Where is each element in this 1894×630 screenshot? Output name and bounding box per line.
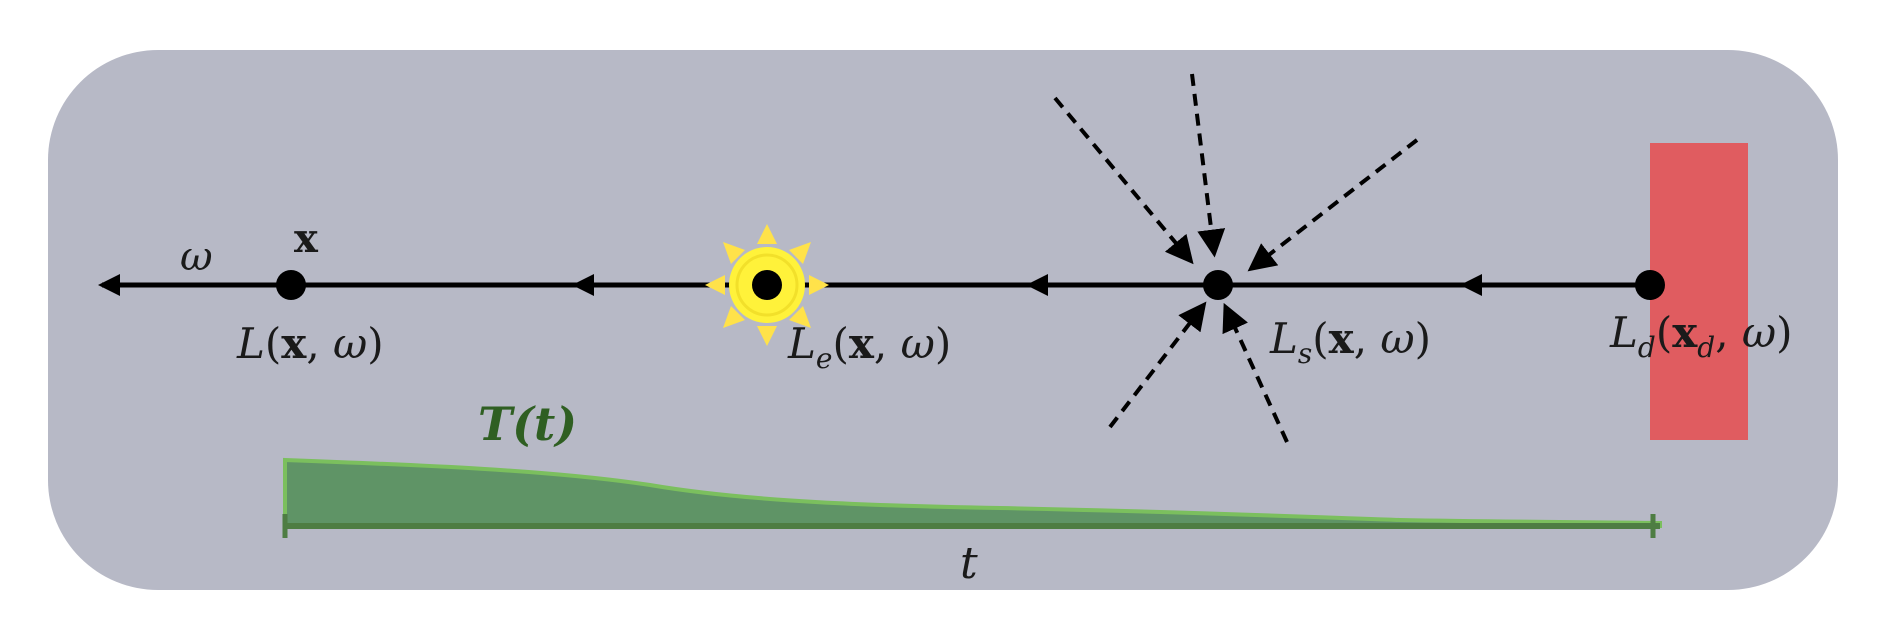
emission-point bbox=[752, 270, 782, 300]
point-x bbox=[276, 270, 306, 300]
scatter-point bbox=[1203, 270, 1233, 300]
radiance-label: L(x, ω) bbox=[236, 319, 384, 368]
scattered-radiance-label: Ls(x, ω) bbox=[1269, 314, 1431, 370]
ray-arrowhead bbox=[572, 274, 594, 296]
background-panel bbox=[48, 50, 1838, 590]
surface-block-icon bbox=[1650, 143, 1748, 440]
point-label: x bbox=[294, 215, 319, 262]
ray-arrowhead bbox=[1460, 274, 1482, 296]
transmittance-curve bbox=[283, 457, 1662, 528]
ray-direction-arrowhead bbox=[98, 274, 120, 296]
surface-radiance-label: Ld(xd, ω) bbox=[1609, 308, 1793, 364]
in-scattering-arrows-icon bbox=[1053, 73, 1419, 443]
transmittance-label: T(t) bbox=[478, 397, 577, 451]
ray-arrowhead bbox=[1026, 274, 1048, 296]
emitted-radiance-label: Le(x, ω) bbox=[787, 319, 951, 375]
surface-point bbox=[1635, 270, 1665, 300]
direction-label: ω bbox=[180, 234, 213, 280]
distance-axis-label: t bbox=[960, 538, 978, 589]
